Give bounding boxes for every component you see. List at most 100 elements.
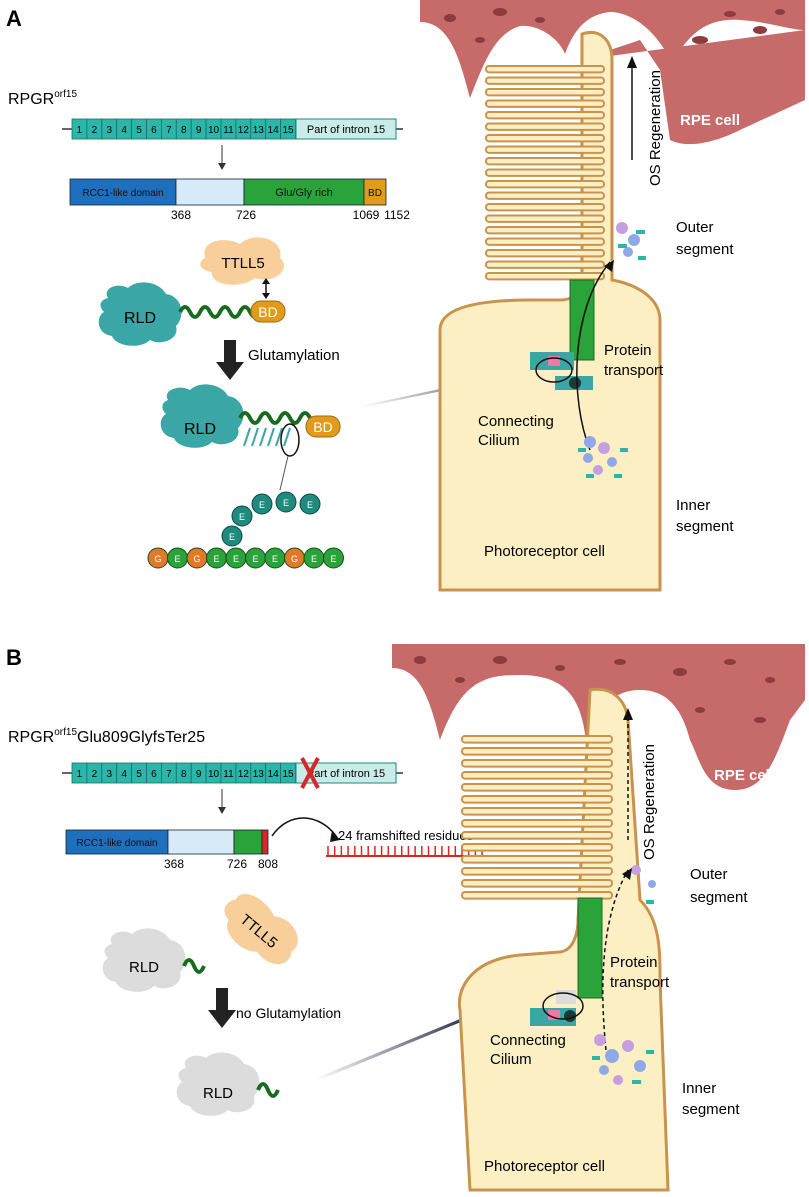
frameshift-arrowhead: [330, 830, 340, 842]
ttll5-shape-b: TTLL5: [224, 893, 298, 965]
exon-number: 9: [196, 125, 202, 136]
rcc1-label: RCC1-like domain: [82, 188, 163, 199]
membrane-disc: [485, 134, 605, 143]
membrane-disc: [485, 226, 605, 235]
membrane-disc: [485, 65, 605, 74]
membrane-disc: [461, 831, 613, 840]
truncated-linker: [182, 958, 206, 974]
outer-label-b-2: segment: [690, 889, 748, 906]
exon-number: 15: [282, 769, 294, 780]
transport-arrowhead: [604, 260, 614, 272]
membrane-disc: [485, 214, 605, 223]
glu-domain-b: [233, 829, 263, 855]
membrane-disc: [485, 272, 605, 281]
chain-residue-label: E: [213, 554, 219, 564]
protein-label-b-1: Protein: [610, 954, 658, 971]
frameshift-label: 24 framshifted residues: [338, 828, 474, 843]
frameshift-arrow: [271, 817, 337, 837]
exon-number: 2: [92, 125, 98, 136]
photoreceptor-label: Photoreceptor cell: [484, 543, 605, 560]
frameshift-residues: [326, 846, 484, 857]
os-regen-arrowhead: [627, 56, 637, 68]
ttll5-label: TTLL5: [221, 255, 264, 272]
gene-arrow-head: [218, 163, 226, 170]
bd-label: BD: [368, 188, 382, 199]
gene-arrow-head-b: [218, 807, 226, 814]
inner-label-b-1: Inner: [682, 1080, 716, 1097]
membrane-disc: [485, 180, 605, 189]
exon-number: 10: [208, 125, 220, 136]
exon-number: 7: [166, 125, 172, 136]
no-glutamylation-label: no Glutamylation: [236, 1005, 341, 1021]
side-chain-label: E: [239, 512, 245, 522]
glu-label: Glu/Gly rich: [275, 187, 332, 199]
rcc1-label-b: RCC1-like domain: [76, 838, 157, 849]
bd-pill-label-2: BD: [313, 419, 332, 435]
protein-label-2: transport: [604, 362, 664, 379]
proteins-inner-b: [592, 1034, 654, 1085]
membrane-disc: [461, 819, 613, 828]
gene-title-b: RPGRorf15Glu809GlyfsTer25: [8, 727, 205, 746]
rld-domain-b: [102, 928, 186, 992]
exon-number: 11: [223, 769, 234, 780]
rpe-layer-b: [392, 644, 805, 790]
membrane-disc: [461, 855, 613, 864]
exon-number: 13: [253, 125, 265, 136]
membrane-disc: [485, 157, 605, 166]
outer-segment-discs-b: [461, 735, 613, 900]
chain-residue-label: G: [193, 554, 200, 564]
side-chain-label: E: [283, 498, 289, 508]
rpe-label-b: RPE cell: [714, 767, 774, 784]
membrane-disc: [485, 145, 605, 154]
chain-residue-label: E: [174, 554, 180, 564]
interaction-arrow-up: [262, 278, 270, 284]
membrane-disc: [461, 807, 613, 816]
exon-number: 12: [238, 125, 250, 136]
exon-number: 1: [77, 769, 83, 780]
chain-residue-label: E: [233, 554, 239, 564]
membrane-disc: [461, 795, 613, 804]
panel-b-label: B: [6, 645, 22, 670]
exon-number: 6: [151, 769, 157, 780]
membrane-disc: [485, 76, 605, 85]
rld-domain-b-2: [176, 1052, 260, 1116]
pos-1152: 1152: [384, 208, 410, 222]
glu-domain: [243, 178, 365, 206]
exon-number: 2: [92, 769, 98, 780]
pos-1069: 1069: [353, 208, 380, 222]
pos-368: 368: [171, 208, 191, 222]
side-chain-residue: [299, 493, 321, 515]
rpe-dots-b: [414, 656, 775, 723]
membrane-disc: [485, 122, 605, 131]
zoom-circle: [280, 423, 300, 457]
membrane-disc: [485, 191, 605, 200]
outer-label-1: Outer: [676, 219, 714, 236]
panel-a-label: A: [6, 6, 22, 31]
rld-domain-glutamylated: [160, 384, 244, 448]
chain-residue-label: G: [291, 554, 298, 564]
intron-label: Part of intron 15: [307, 124, 385, 136]
gene-title: RPGRorf15: [8, 89, 77, 108]
membrane-disc: [485, 168, 605, 177]
interaction-arrow-down: [262, 293, 270, 299]
connecting-label-b-1: Connecting: [490, 1032, 566, 1049]
rpe-label: RPE cell: [680, 112, 740, 129]
side-chain-residue: [221, 525, 243, 547]
exon-number: 5: [136, 769, 142, 780]
exon-number: 10: [208, 769, 220, 780]
side-chain-label: E: [229, 532, 235, 542]
exon-number: 8: [181, 125, 187, 136]
chain-residue-label: E: [252, 554, 258, 564]
exon-number: 9: [196, 769, 202, 780]
bd-pill-2: [305, 415, 341, 438]
membrane-disc: [461, 783, 613, 792]
zoom-line-cilium-b: [316, 1010, 483, 1081]
membrane-disc: [485, 203, 605, 212]
exon-number: 3: [106, 125, 112, 136]
protein-bar-a: RCC1-like domain Glu/Gly rich BD 368 726…: [69, 178, 410, 222]
chain-residue-label: E: [330, 554, 336, 564]
